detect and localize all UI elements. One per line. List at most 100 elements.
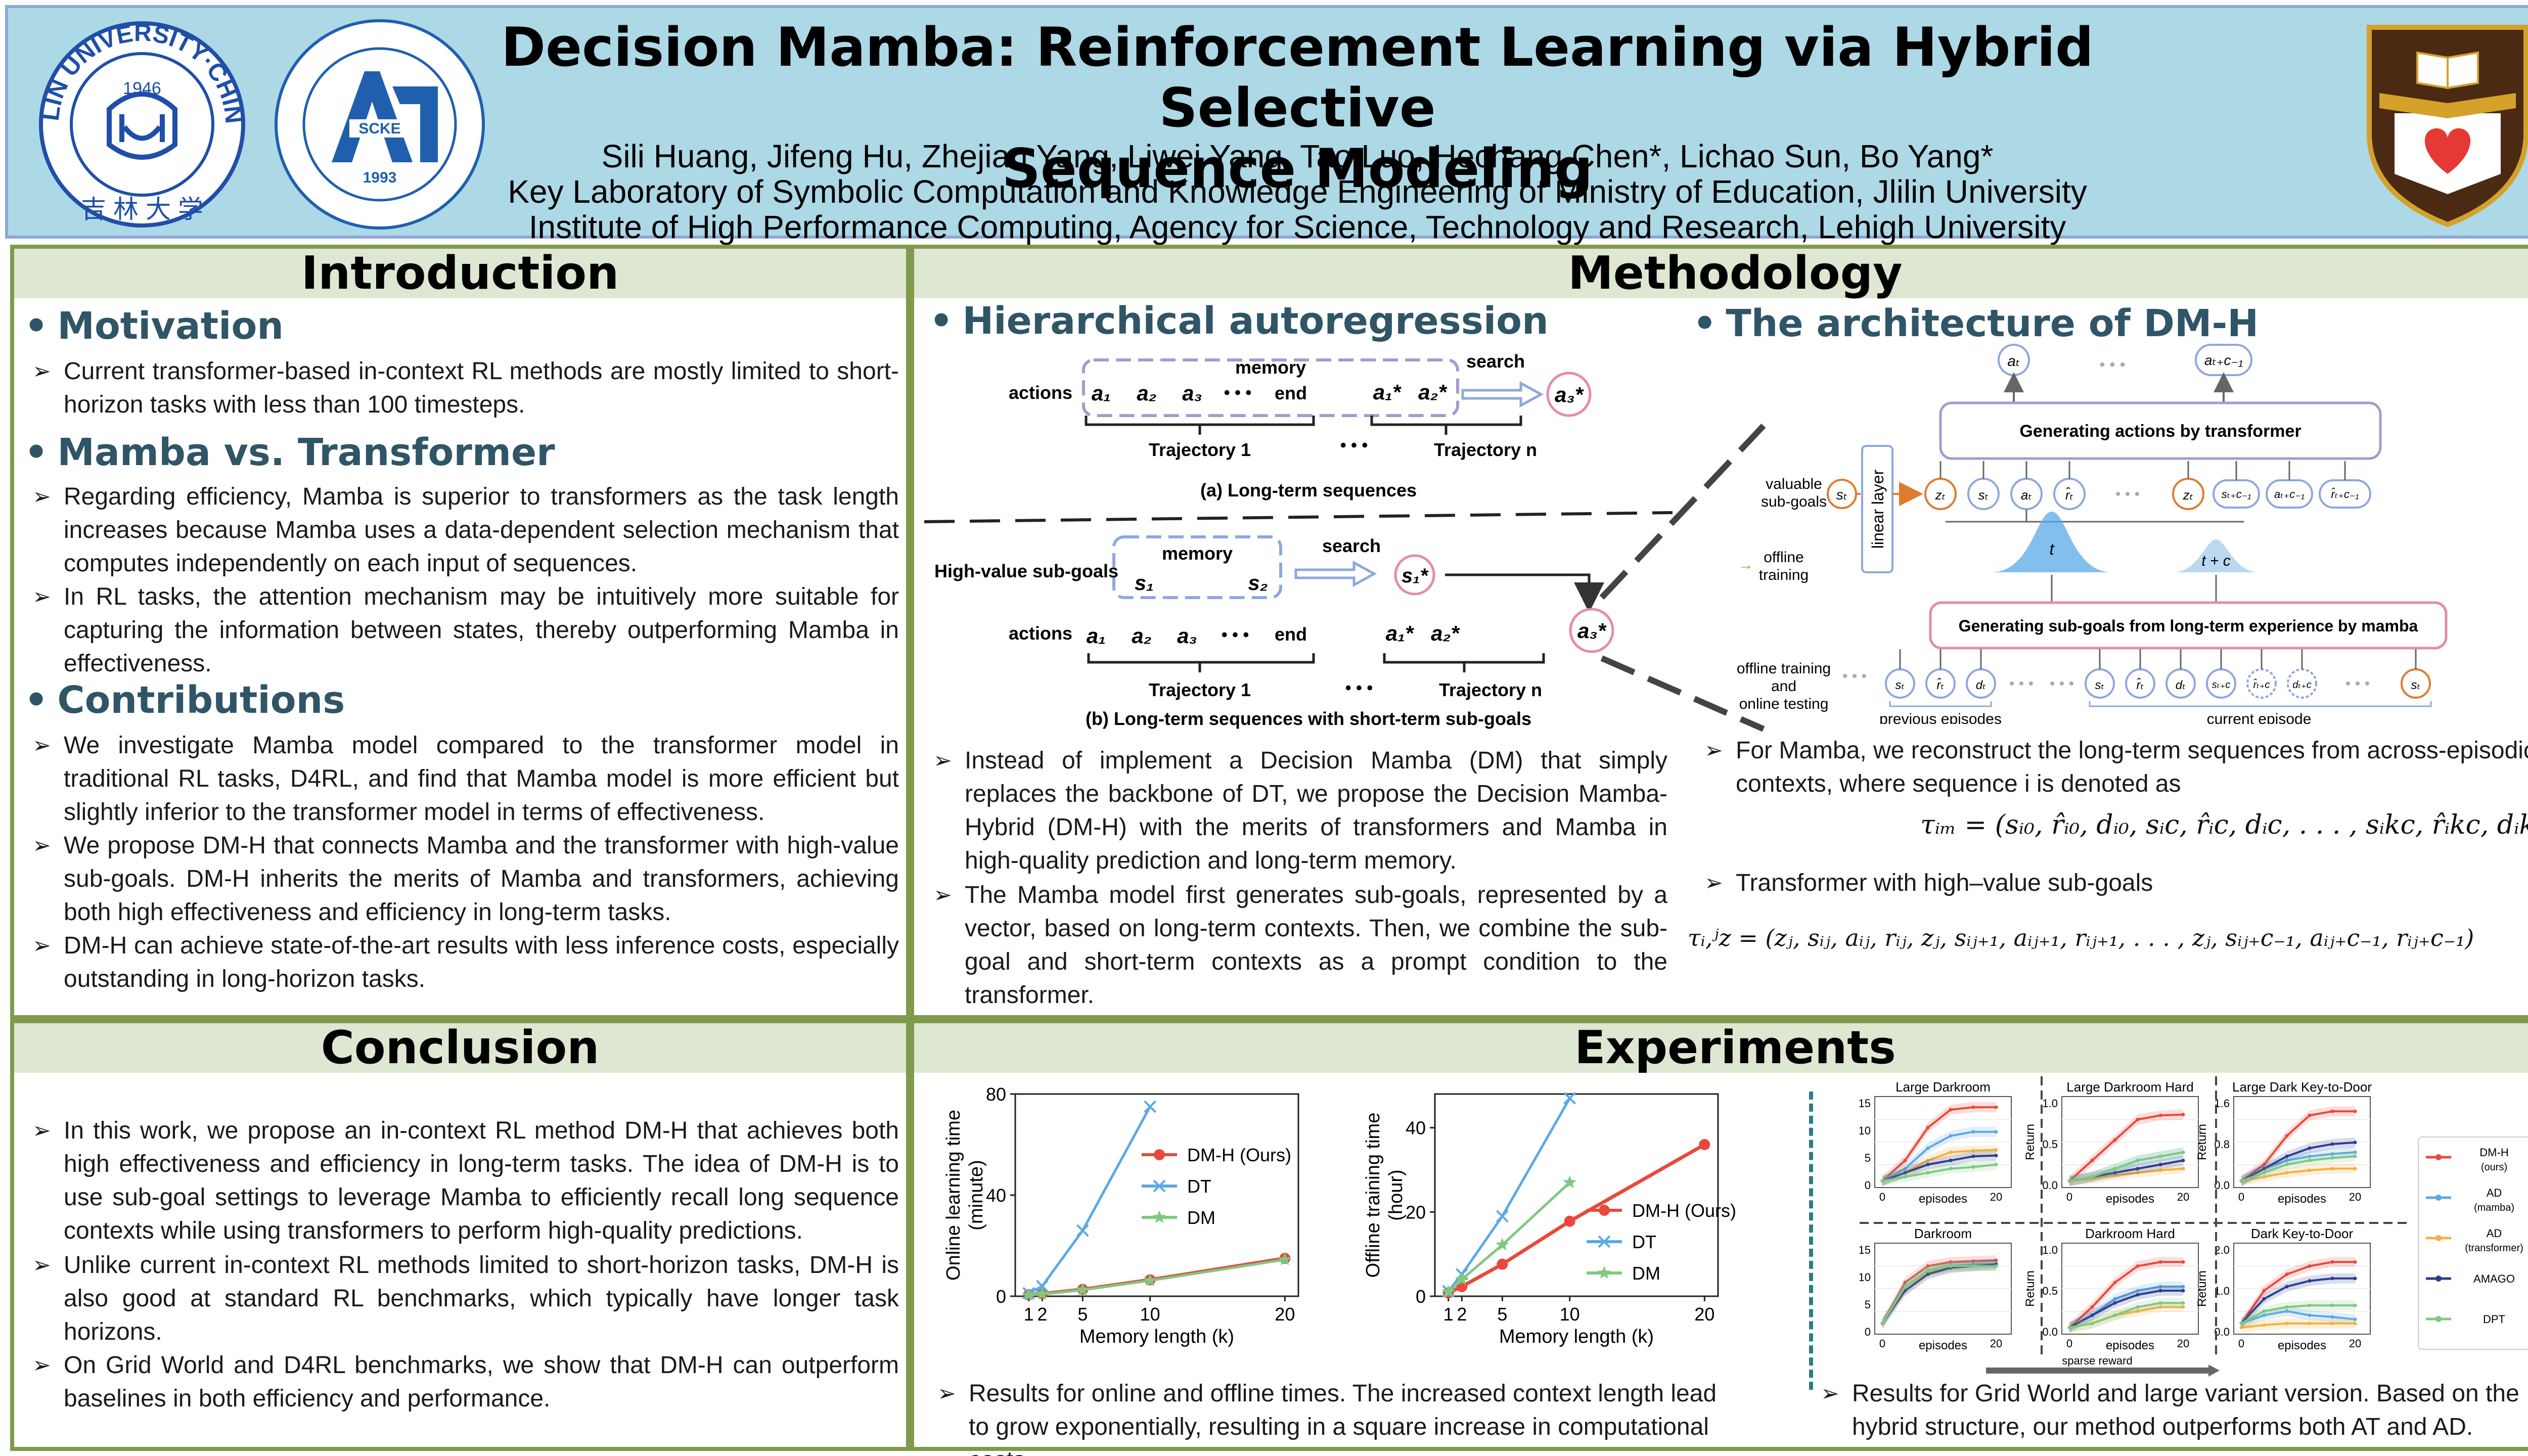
- conclusion-item-3: ➢On Grid World and D4RL benchmarks, we s…: [32, 1352, 899, 1412]
- svg-text:t: t: [2050, 540, 2055, 558]
- subplot-x-tick: 20: [2177, 1191, 2189, 1203]
- return-point: [2136, 1158, 2140, 1162]
- lehigh-shield-logo: [2367, 25, 2528, 228]
- experiments-divider: [1809, 1091, 1813, 1390]
- author-list: Sili Huang, Jifeng Hu, Zhejian Yang, Liw…: [601, 138, 1994, 174]
- return-point: [2353, 1109, 2357, 1113]
- subplot-x-label: episodes: [2106, 1339, 2154, 1352]
- svg-text:• • •: • • •: [2099, 355, 2125, 374]
- caption-b: (b) Long-term sequences with short-term …: [1086, 708, 1531, 729]
- return-curve: [2241, 1310, 2356, 1325]
- return-point: [1971, 1130, 1975, 1134]
- return-point: [2262, 1175, 2266, 1179]
- method-right-item-2: ➢Transformer with high–value sub-goals: [1704, 870, 2153, 896]
- legend-sublabel: (mamba): [2474, 1202, 2514, 1213]
- svg-text:→: →: [1738, 557, 1753, 573]
- return-point: [2136, 1305, 2140, 1309]
- sparse-reward-arrowhead: [2208, 1364, 2220, 1377]
- scke-logo-year: 1993: [363, 169, 397, 186]
- return-point: [2353, 1150, 2357, 1154]
- return-point: [2181, 1167, 2185, 1171]
- svg-text:aₜ₊c₋₁: aₜ₊c₋₁: [2204, 352, 2243, 368]
- svg-text:a₂*: a₂*: [1431, 621, 1460, 645]
- return-point: [2285, 1154, 2289, 1158]
- mamba-item-1: ➢Regarding efficiency, Mamba is superior…: [32, 483, 899, 577]
- return-point: [2181, 1305, 2185, 1309]
- svg-text:• • •: • • •: [2050, 675, 2074, 692]
- confidence-band: [2241, 1137, 2355, 1186]
- data-point: [1278, 1252, 1292, 1265]
- return-point: [2285, 1163, 2289, 1166]
- data-point: [1035, 1280, 1049, 1293]
- return-point: [2158, 1260, 2162, 1264]
- authors-block: Sili Huang, Jifeng Hu, Zhejian Yang, Liw…: [423, 139, 2172, 245]
- svg-text:a₁: a₁: [1092, 381, 1111, 405]
- svg-text:training: training: [1759, 567, 1809, 583]
- data-point: [1035, 1287, 1049, 1300]
- subplot-y-tick: 1.0: [2042, 1244, 2058, 1256]
- return-point: [2308, 1322, 2312, 1326]
- svg-text:Trajectory 1: Trajectory 1: [1149, 439, 1251, 460]
- return-point: [2353, 1260, 2357, 1264]
- subplot-y-tick: 10: [1860, 1124, 1871, 1137]
- svg-text:s₁: s₁: [1135, 571, 1154, 595]
- svg-text:r̂ₜ₊c: r̂ₜ₊c: [2253, 678, 2270, 691]
- legend-label: DT: [1187, 1176, 1211, 1197]
- return-point: [2158, 1168, 2162, 1172]
- series-line-2: [1447, 1181, 1571, 1293]
- x-tick-label: 5: [1077, 1304, 1088, 1325]
- data-point: [1143, 1273, 1157, 1287]
- return-point: [1949, 1260, 1953, 1264]
- return-point: [2113, 1301, 2117, 1305]
- subplot-y-label: Return: [2023, 1124, 2037, 1160]
- svg-text:a₂: a₂: [1137, 381, 1156, 405]
- data-point: [1455, 1272, 1469, 1285]
- mamba-item-2: ➢In RL tasks, the attention mechanism ma…: [32, 583, 899, 677]
- return-point: [2353, 1277, 2357, 1281]
- svg-text:sₜ₊c₋₁: sₜ₊c₋₁: [2222, 488, 2251, 500]
- return-point: [1994, 1154, 1998, 1158]
- return-point: [2067, 1326, 2071, 1330]
- return-point: [2158, 1285, 2162, 1289]
- svg-text:end: end: [1275, 383, 1307, 403]
- return-point: [2158, 1154, 2162, 1158]
- return-curve: [2240, 1110, 2355, 1182]
- return-point: [2262, 1323, 2266, 1327]
- return-point: [1903, 1167, 1907, 1171]
- data-point: [1699, 1139, 1710, 1150]
- memory-box-a: [1082, 358, 1459, 417]
- return-point: [1903, 1175, 1907, 1179]
- subplot-x-tick: 20: [2349, 1337, 2361, 1350]
- return-point: [1971, 1149, 1975, 1153]
- svg-text:Trajectory 1: Trajectory 1: [1149, 679, 1251, 700]
- return-point: [2090, 1322, 2094, 1326]
- svg-text:previous episodes: previous episodes: [1879, 711, 2002, 724]
- legend-sublabel: (transformer): [2465, 1243, 2523, 1254]
- legend-marker: [2435, 1316, 2442, 1322]
- return-curve: [1881, 1106, 1996, 1182]
- return-point: [2330, 1167, 2334, 1171]
- x-tick-label: 2: [1457, 1304, 1467, 1325]
- subplot-x-label: episodes: [1919, 1192, 1967, 1206]
- svg-text:吉 林 大 学: 吉 林 大 学: [81, 195, 203, 223]
- y-tick-label: 40: [986, 1185, 1006, 1206]
- return-point: [1926, 1163, 1930, 1166]
- svg-text:actions: actions: [1009, 623, 1072, 644]
- return-point: [1971, 1259, 1975, 1263]
- confidence-band: [1882, 1150, 1996, 1186]
- svg-text:sₜ: sₜ: [2095, 678, 2104, 692]
- svg-text:sₜ: sₜ: [1836, 487, 1847, 503]
- return-point: [2262, 1309, 2266, 1313]
- subplot-title: Darkroom: [1914, 1226, 1972, 1241]
- return-point: [1994, 1130, 1998, 1134]
- y-tick-label: 20: [1406, 1202, 1426, 1222]
- return-point: [2181, 1113, 2185, 1117]
- poster-title: Decision Mamba: Reinforcement Learning v…: [423, 17, 2172, 199]
- x-axis-label: Memory length (k): [1079, 1326, 1234, 1347]
- return-point: [2308, 1168, 2312, 1172]
- legend-label: DM-H: [2479, 1146, 2508, 1159]
- return-point: [2308, 1279, 2312, 1283]
- confidence-band: [2241, 1151, 2355, 1186]
- return-point: [2285, 1285, 2289, 1289]
